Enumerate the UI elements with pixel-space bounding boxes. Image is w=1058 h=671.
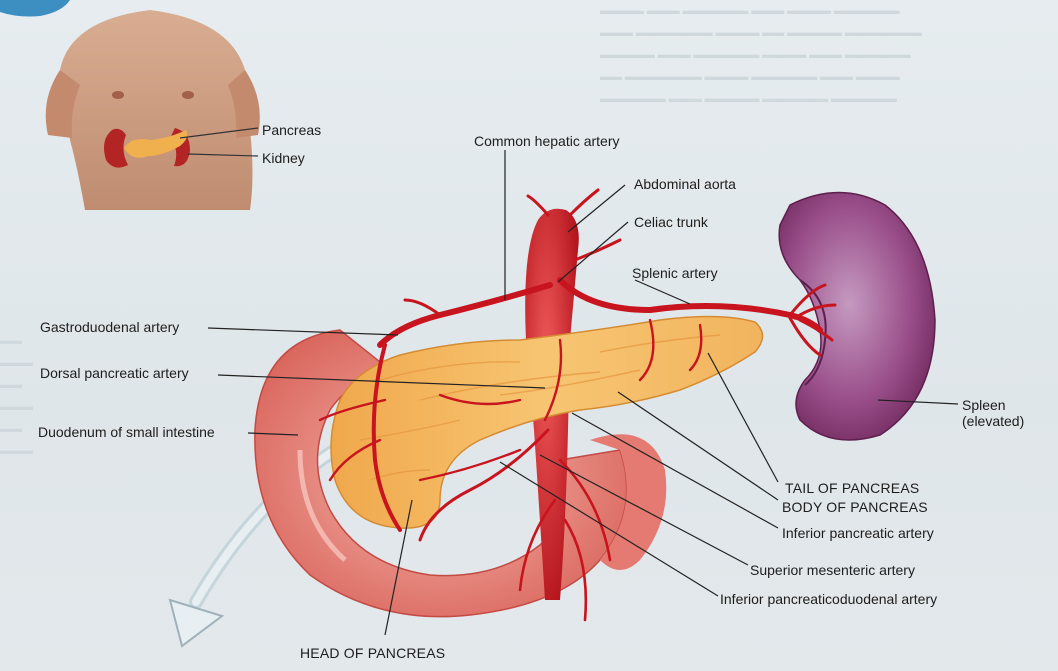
label-splenic-artery: Splenic artery (632, 266, 718, 281)
label-spleen-elevated: (elevated) (962, 414, 1024, 429)
label-superior-mesenteric-artery: Superior mesenteric artery (750, 563, 915, 578)
label-inferior-pancreaticoduodenal-artery: Inferior pancreaticoduodenal artery (720, 592, 937, 607)
label-celiac-trunk: Celiac trunk (634, 215, 708, 230)
label-spleen: Spleen (962, 398, 1006, 413)
label-body-of-pancreas: BODY OF PANCREAS (782, 500, 928, 515)
inset-label-pancreas: Pancreas (262, 122, 321, 138)
label-gastroduodenal-artery: Gastroduodenal artery (40, 320, 179, 335)
label-common-hepatic-artery: Common hepatic artery (474, 134, 620, 149)
label-tail-of-pancreas: TAIL OF PANCREAS (785, 481, 919, 496)
label-duodenum: Duodenum of small intestine (38, 425, 215, 440)
label-head-of-pancreas: HEAD OF PANCREAS (300, 646, 445, 661)
label-inferior-pancreatic-artery: Inferior pancreatic artery (782, 526, 934, 541)
inset-torso (46, 10, 260, 210)
label-dorsal-pancreatic-artery: Dorsal pancreatic artery (40, 366, 189, 381)
label-abdominal-aorta: Abdominal aorta (634, 177, 736, 192)
corner-blob (0, 0, 70, 17)
inset-label-kidney: Kidney (262, 150, 305, 166)
